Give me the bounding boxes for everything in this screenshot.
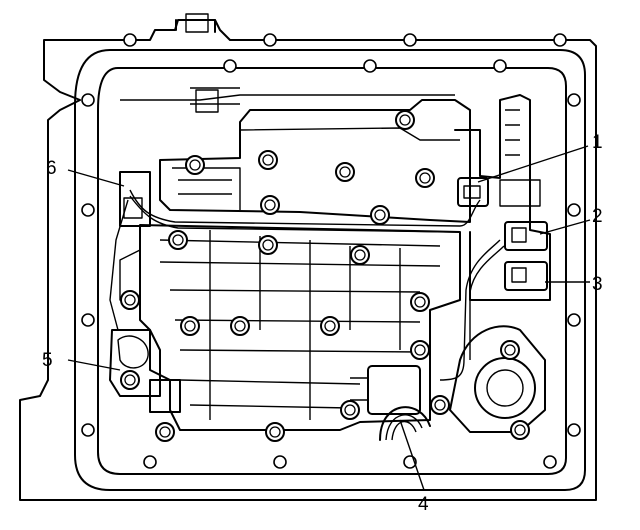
valve-body-bolt — [120, 370, 140, 390]
flange-bolt-hole — [567, 203, 581, 217]
valve-body-bolt — [340, 400, 360, 420]
component-1-connector — [457, 177, 489, 207]
flange-bolt-hole — [81, 423, 95, 437]
callout-1-label: 1 — [592, 132, 603, 153]
valve-body-bolt — [335, 162, 355, 182]
flange-bolt-hole — [223, 59, 237, 73]
pan-gasket-flange — [74, 33, 586, 491]
flange-bolt-hole — [123, 33, 137, 47]
flange-bolt-hole — [81, 93, 95, 107]
valve-body-bolts — [120, 110, 530, 442]
main-valve-body — [119, 224, 461, 431]
flange-bolt-hole — [493, 59, 507, 73]
valve-body-bolt — [258, 150, 278, 170]
right-passage-column — [454, 94, 551, 301]
valve-body-bolt — [500, 340, 520, 360]
upper-valve-body — [120, 87, 471, 223]
callout-4-label: 4 — [418, 494, 429, 515]
component-6-connector — [119, 171, 151, 227]
callout-5-label: 5 — [42, 350, 53, 371]
flange-bolt-hole — [263, 33, 277, 47]
flange-bolt-hole — [403, 33, 417, 47]
component-5-switch — [109, 329, 181, 413]
component-3-terminal — [504, 261, 548, 291]
valve-body-bolt — [230, 316, 250, 336]
valve-body-bolt — [260, 195, 280, 215]
flange-bolt-hole — [273, 455, 287, 469]
flange-bolt-hole — [567, 313, 581, 327]
transmission-case-outline — [19, 13, 597, 501]
valve-body-bolt — [120, 290, 140, 310]
valve-body-bolt — [415, 168, 435, 188]
flange-bolt-hole — [81, 313, 95, 327]
flange-bolt-hole — [81, 203, 95, 217]
callout-3-label: 3 — [592, 274, 603, 295]
valve-body-bolt — [258, 235, 278, 255]
flange-bolt-hole — [567, 423, 581, 437]
flange-bolt-hole — [543, 455, 557, 469]
valve-body-bolt — [168, 230, 188, 250]
callout-6-label: 6 — [46, 158, 57, 179]
callout-2-label: 2 — [592, 206, 603, 227]
valve-body-bolt — [370, 205, 390, 225]
flange-bolt-hole — [567, 93, 581, 107]
valve-body-bolt — [410, 340, 430, 360]
valve-body-bolt — [430, 395, 450, 415]
wiring-harness — [109, 189, 505, 381]
valve-body-bolt — [180, 316, 200, 336]
valve-body-bolt — [185, 155, 205, 175]
valve-body-bolt — [510, 420, 530, 440]
valve-body-bolt — [155, 422, 175, 442]
valve-body-bolt — [410, 292, 430, 312]
callouts: 1 2 3 4 5 6 — [42, 132, 603, 515]
valve-body-bolt — [350, 245, 370, 265]
flange-bolt-hole — [363, 59, 377, 73]
flange-bolt-hole — [143, 455, 157, 469]
flange-bolt-hole — [553, 33, 567, 47]
valve-body-bolt — [320, 316, 340, 336]
component-4-solenoid — [350, 365, 431, 441]
valve-body-bolt — [265, 422, 285, 442]
component-2-terminal — [504, 221, 548, 251]
valve-body-bolt — [395, 110, 415, 130]
